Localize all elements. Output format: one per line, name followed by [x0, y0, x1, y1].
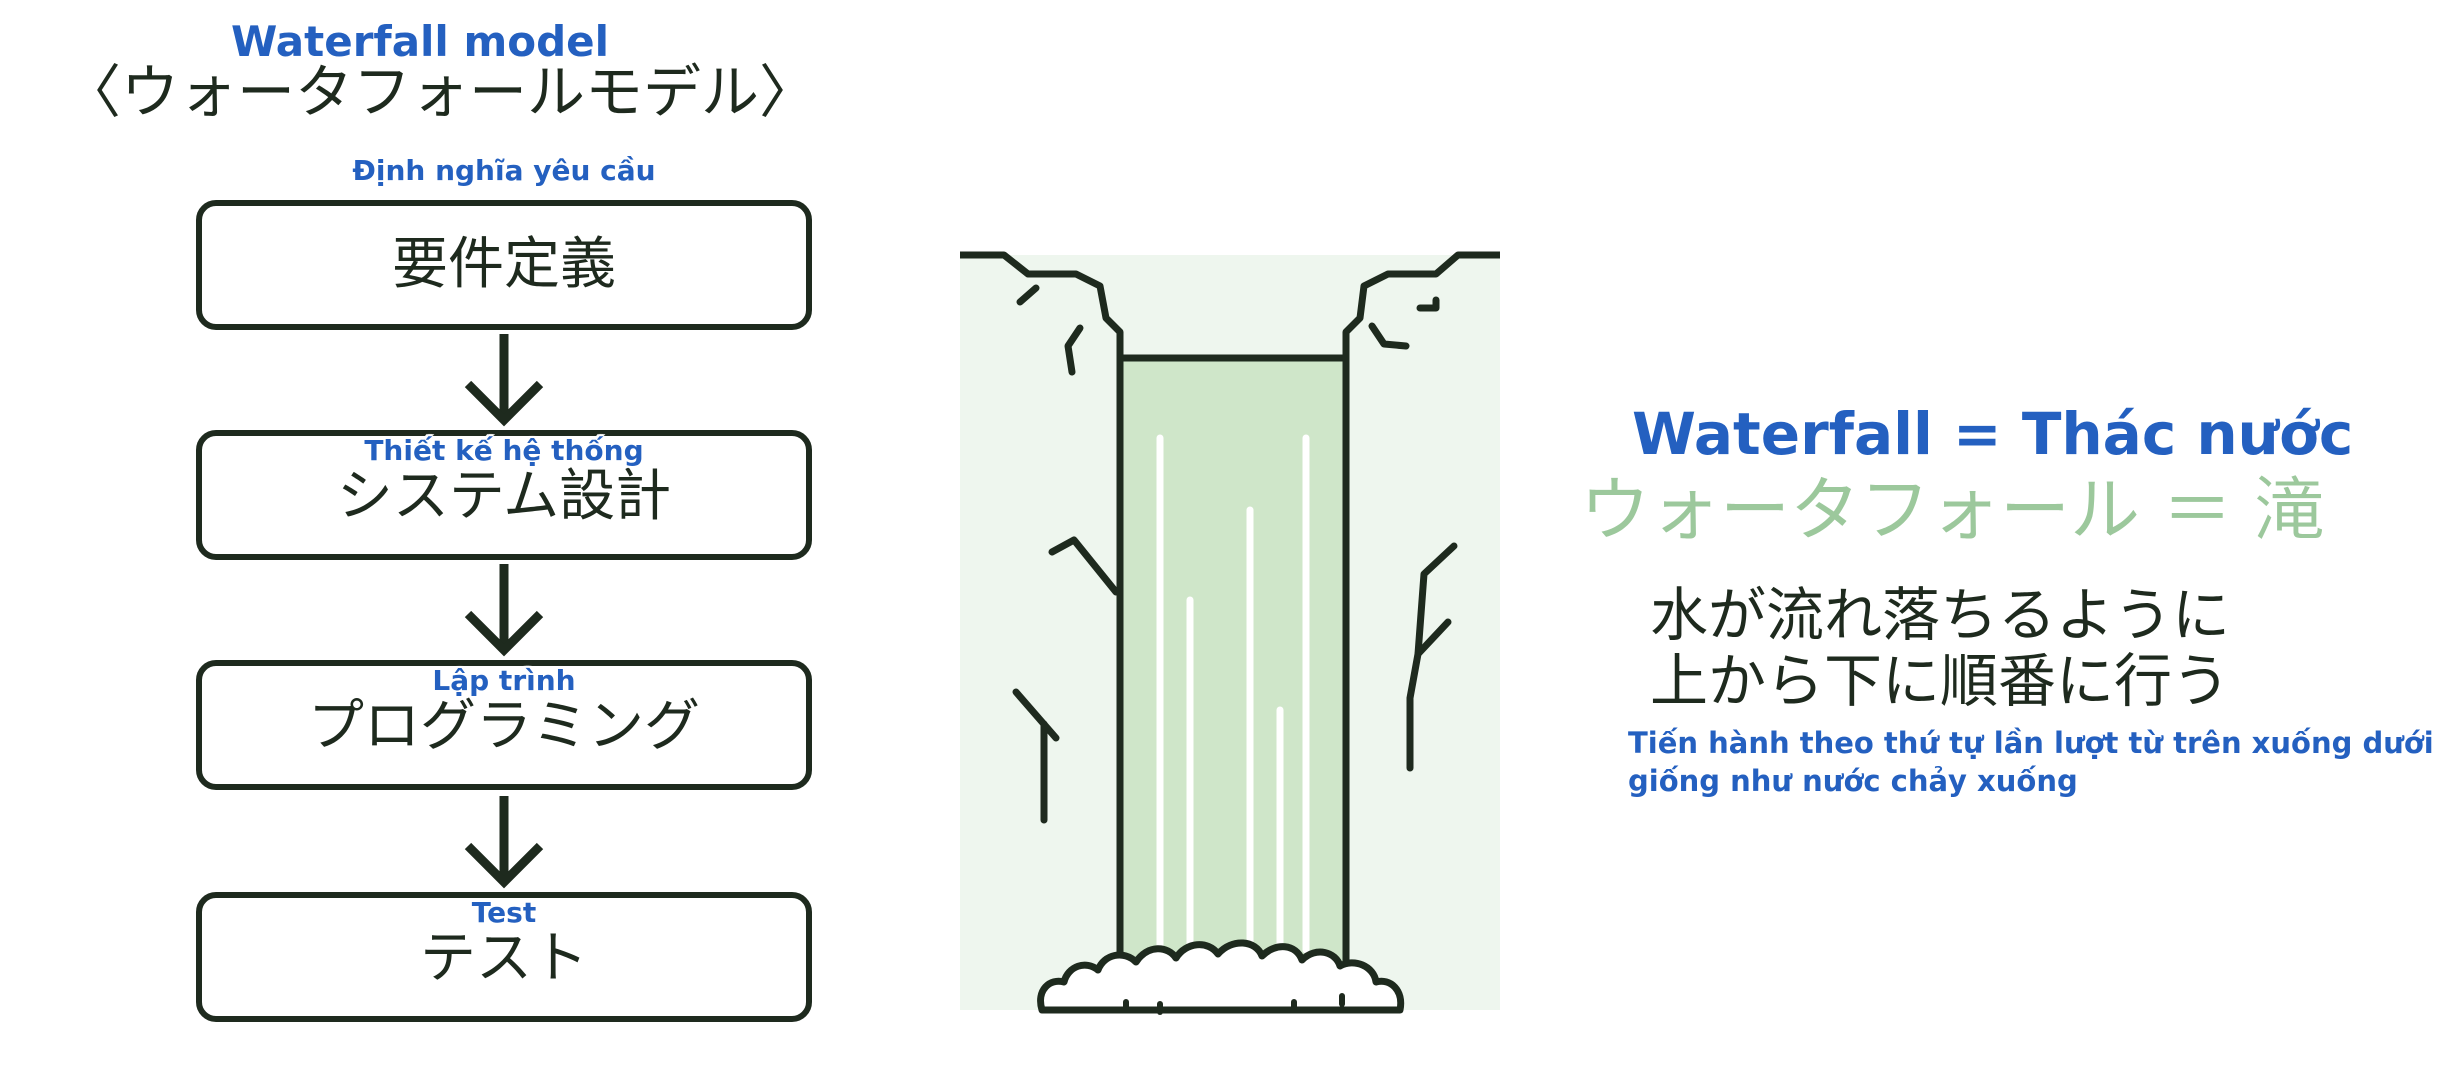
left-cliff [960, 251, 1124, 978]
title-japanese: 〈ウォータフォールモデル〉 [62, 58, 817, 126]
step-label-jp: システム設計 [336, 464, 672, 529]
equation-vietnamese: Waterfall = Thác nước [1632, 400, 2354, 468]
step-box-programming [196, 660, 812, 790]
step-label-jp: 要件定義 [392, 232, 616, 297]
description-vi-line2: giống như nước chảy xuống [1628, 764, 2078, 798]
description-vi-line1: Tiến hành theo thứ tự lần lượt từ trên x… [1628, 726, 2434, 760]
splash-drops [1123, 993, 1345, 1015]
description-jp-line2: 上から下に順番に行う [1650, 647, 2231, 715]
flow-arrow [464, 334, 544, 427]
step-label-vi: Thiết kế hệ thống [364, 434, 644, 467]
step-label-vi: Lập trình [432, 664, 576, 697]
cliff-cracks [1012, 284, 1458, 824]
step-box-requirements [196, 200, 812, 330]
waterfall-illustration [960, 251, 1500, 1015]
water-stream [1120, 358, 1346, 978]
step-label-jp: プログラミング [308, 694, 700, 759]
flow-arrow [464, 796, 544, 889]
description-jp-line1: 水が流れ落ちるように [1650, 581, 2231, 649]
step-label-jp: テスト [420, 926, 588, 991]
water-splash [1037, 939, 1405, 1014]
title-english: Waterfall model [230, 17, 610, 66]
right-cliff [1342, 251, 1500, 978]
step-label-vi: Test [471, 896, 537, 929]
step-box-test [196, 892, 812, 1022]
water-highlights [1156, 434, 1310, 964]
flow-arrow [464, 564, 544, 657]
step-label-vi: Định nghĩa yêu cầu [352, 154, 656, 187]
flow-diagram [464, 334, 544, 889]
equation-japanese: ウォータフォール ＝ 滝 [1580, 469, 2325, 551]
step-box-system-design [196, 430, 812, 560]
